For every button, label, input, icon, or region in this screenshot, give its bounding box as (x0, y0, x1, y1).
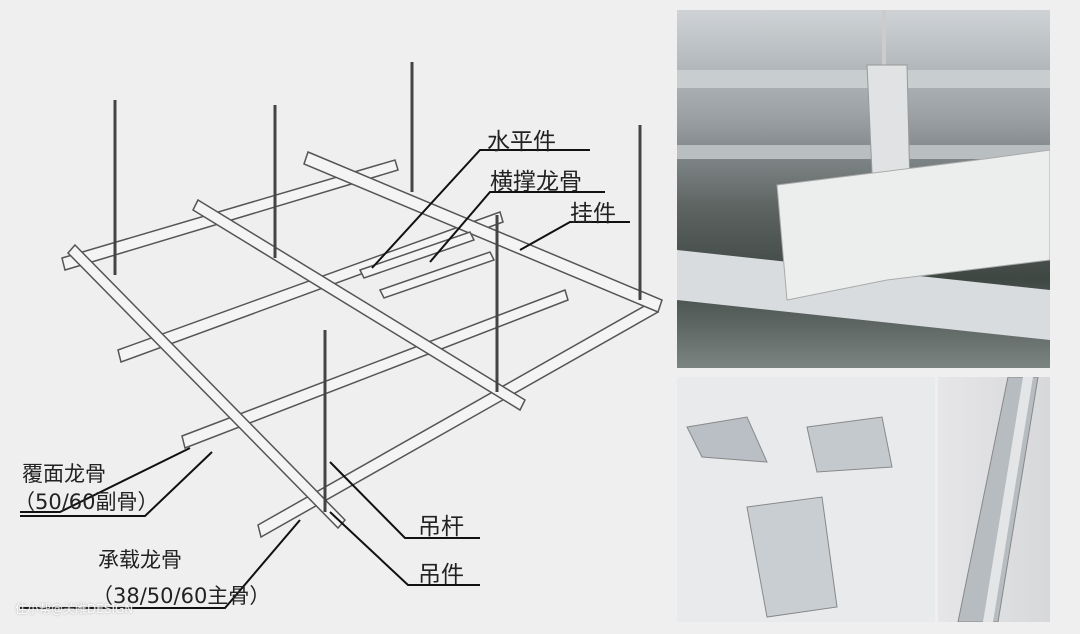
label-cover-keel-spec: （50/60副骨） (14, 490, 159, 514)
photo-hanger-parts (677, 377, 935, 622)
label-cross-brace-keel: 横撑龙骨 (490, 169, 582, 195)
leader-lines (20, 149, 630, 609)
label-bearing-keel-spec: （38/50/60主骨） (92, 584, 271, 608)
keel-photo-illustration (957, 377, 1039, 622)
label-suspension-part: 吊件 (418, 562, 464, 588)
photo-keel-profile (938, 377, 1050, 622)
label-cover-keel: 覆面龙骨 (22, 462, 106, 486)
ceiling-keel-diagram (20, 62, 663, 609)
keel-rails (61, 150, 663, 539)
watermark: 住小帮@关睢DESIGN (15, 602, 134, 616)
label-bearing-keel: 承载龙骨 (98, 548, 182, 572)
label-horizontal-part: 水平件 (487, 129, 556, 155)
cover-keel-rail (66, 243, 347, 530)
bearing-keel-rail (117, 211, 504, 363)
bearing-keel-rail (181, 289, 569, 450)
hanger-photo-illustration (677, 10, 1050, 340)
label-suspension-rod: 吊杆 (418, 514, 464, 540)
cover-keel-rail (303, 150, 663, 314)
photo-hanger-installation (677, 10, 1050, 368)
suspension-rods (113, 62, 642, 512)
cross-brace-keel (378, 251, 496, 299)
label-hanger-clip: 挂件 (570, 201, 616, 227)
bearing-keel-rail (61, 159, 399, 271)
parts-photo-illustration (686, 416, 893, 618)
